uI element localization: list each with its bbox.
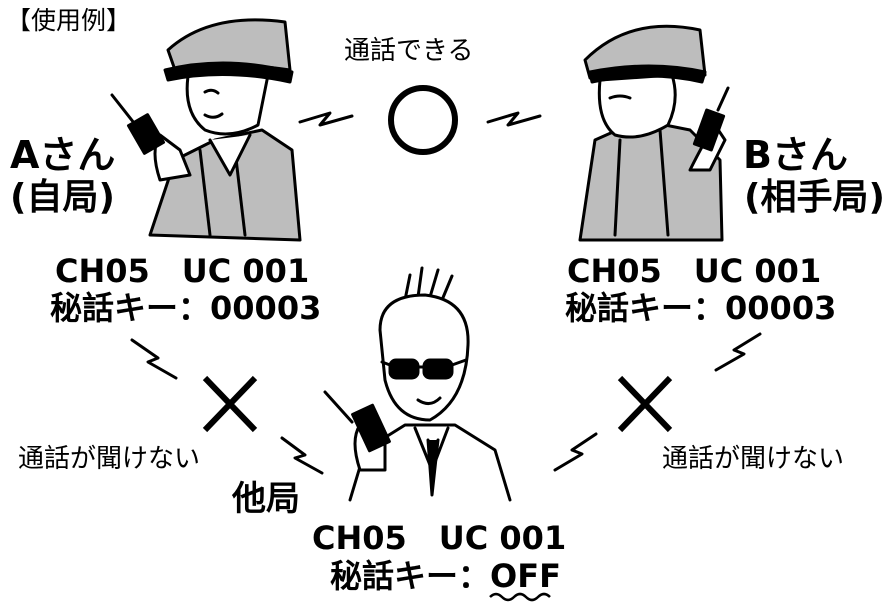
bolt-a-down-upper [130,338,178,380]
cannot-hear-left: 通話が聞けない [18,444,201,474]
center-label: 通話できる [344,36,474,66]
bolt-a-down-lower [280,436,324,475]
station-b-key-value: ：00003 [693,289,837,327]
officer-a-figure [110,18,302,242]
station-a-name: Aさん [10,133,116,177]
station-b-key: 秘話キー：00003 [565,292,836,324]
station-a-key-label: 秘話キー [50,289,179,327]
bolt-a-to-center [298,111,354,127]
officer-b-figure [578,24,730,242]
station-b-channel: CH05 UC 001 [567,252,822,290]
ng-cross-right [617,375,673,433]
ok-circle-mark [388,85,458,155]
signal-bolts [130,111,762,475]
station-a-key: 秘話キー：00003 [50,292,321,324]
bolt-b-down-lower [553,432,598,472]
other-station-key-value: OFF [490,557,561,595]
station-a-channel: CH05 UC 001 [55,252,310,290]
station-b-name: Bさん [743,133,848,177]
other-station-key: 秘話キー：OFF [330,560,561,592]
ng-cross-left [202,375,258,433]
station-b-role: (相手局) [744,177,885,218]
other-station-figure [323,266,512,502]
station-b-key-label: 秘話キー [565,289,694,327]
off-wavy-underline [489,592,551,602]
station-a-key-value: ：00003 [178,289,322,327]
other-station-key-sep: ： [458,557,491,595]
other-station-name: 他局 [232,479,300,519]
caption: 【使用例】 [6,6,132,35]
bolt-b-down-upper [714,332,762,372]
other-station-channel: CH05 UC 001 [312,519,567,557]
other-station-key-label: 秘話キー [330,557,459,595]
cannot-hear-right: 通話が聞けない [662,444,845,474]
station-a-role: (自局) [10,177,115,218]
bolt-center-to-b [486,111,542,127]
